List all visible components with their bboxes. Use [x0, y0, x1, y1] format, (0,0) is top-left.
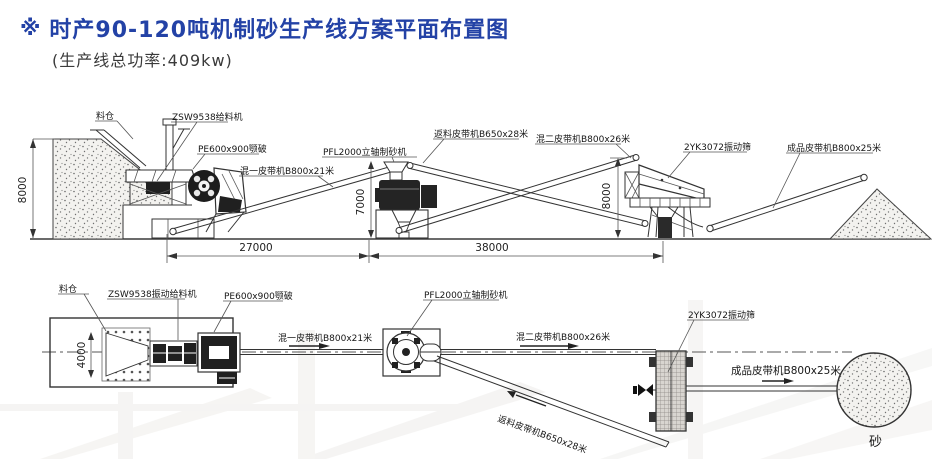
plan-sand-pile-label: 砂: [869, 435, 882, 450]
dim-span2: 38000: [475, 242, 508, 254]
plan-product-belt-label: 成品皮带机B800x25米: [731, 364, 841, 377]
feeder-glyph: [124, 118, 197, 206]
dimension-height-right: 8000: [601, 157, 627, 238]
plan-sand-pile: [836, 352, 912, 428]
plan-jaw-crusher-glyph: [197, 332, 241, 384]
plan-labels: 料仓 ZSW9538振动给料机 PE600x900颚破 PFL2000立轴制砂机…: [58, 283, 882, 456]
dim-height-left: 8000: [17, 177, 29, 204]
elevation-silo-label: 料仓: [96, 110, 114, 122]
dim-height-right: 8000: [601, 183, 613, 210]
plan-belt1-label: 混一皮带机B800x21米: [278, 332, 372, 344]
elevation-product-belt-label: 成品皮带机B800x25米: [787, 142, 881, 154]
elevation-belt2-label: 混二皮带机B800x26米: [536, 133, 630, 145]
dimension-height-left: 8000: [17, 138, 55, 238]
dim-hopper-width: 4000: [76, 342, 88, 369]
plan-view: 4000: [42, 283, 912, 456]
plan-belt2-glyph: [440, 349, 656, 355]
plan-feeder-glyph: [149, 340, 198, 367]
page-subtitle: (生产线总功率:409kw): [52, 51, 233, 70]
plan-return-belt-flow-arrow: [507, 391, 547, 407]
plan-belt1-glyph: [240, 349, 383, 355]
title-marker-icon: ※: [20, 16, 42, 40]
silo-glyph: [90, 128, 190, 169]
plan-silo-label: 料仓: [59, 283, 77, 295]
page-title-text: 时产90-120吨机制砂生产线方案平面布置图: [49, 18, 510, 43]
plan-screen-label: 2YK3072振动筛: [688, 309, 755, 321]
page-title: ※ 时产90-120吨机制砂生产线方案平面布置图: [20, 12, 900, 44]
dim-span1: 27000: [239, 242, 272, 254]
elevation-return-belt-label: 返料皮带机B650x28米: [434, 128, 528, 140]
dim-height-mid: 7000: [355, 189, 367, 216]
plan-sand-maker-label: PFL2000立轴制砂机: [424, 289, 508, 301]
elevation-view: 8000 7000 8000: [17, 110, 932, 263]
dimension-height-mid: 7000: [355, 161, 374, 238]
plan-silo-glyph: [101, 327, 151, 382]
elevation-jaw-crusher-label: PE600x900颚破: [198, 143, 267, 155]
sand-pile-elevation: [828, 188, 932, 240]
belt2-elevation-glyph: [395, 154, 640, 234]
screen-elevation-glyph: [624, 164, 711, 238]
plan-return-belt-glyph: [433, 355, 670, 448]
plan-product-belt-flow-arrow: [762, 378, 794, 384]
plan-screen-glyph: [633, 350, 693, 432]
elevation-sand-maker-label: PFL2000立轴制砂机: [323, 146, 407, 158]
sand-maker-glyph: [375, 161, 437, 239]
elevation-belt1-label: 混一皮带机B800x21米: [240, 165, 334, 177]
plan-belt1-flow-arrow: [289, 343, 330, 349]
plan-return-belt-label: 返料皮带机B650x28米: [496, 413, 589, 456]
return-belt-elevation-glyph: [406, 162, 649, 227]
plan-sand-maker-glyph: [382, 328, 442, 377]
dimension-hopper-width: 4000: [76, 332, 94, 378]
plan-belt2-label: 混二皮带机B800x26米: [516, 331, 610, 343]
elevation-screen-label: 2YK3072振动筛: [684, 141, 751, 153]
elevation-labels: 料仓 ZSW9538给料机 PE600x900颚破 混一皮带机B800x21米 …: [95, 110, 881, 209]
title-block: ※ 时产90-120吨机制砂生产线方案平面布置图 (生产线总功率:409kw): [20, 12, 900, 71]
plan-feeder-label: ZSW9538振动给料机: [108, 288, 197, 300]
plan-jaw-crusher-label: PE600x900颚破: [224, 290, 293, 302]
plan-belt2-flow-arrow: [520, 343, 579, 349]
elevation-feeder-label: ZSW9538给料机: [172, 111, 243, 123]
product-belt-elevation-glyph: [706, 173, 868, 233]
dimension-spans: 27000 38000: [166, 234, 664, 263]
